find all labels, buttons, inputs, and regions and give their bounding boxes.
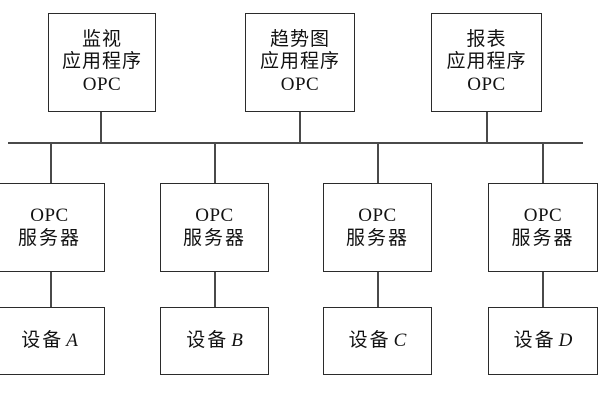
device-box-b-id: B — [231, 329, 243, 351]
opc-server-box-2-line1: OPC — [195, 205, 234, 227]
device-box-d-label: 设备 — [513, 329, 556, 351]
connector-bus-to-server-2 — [214, 142, 216, 184]
opc-server-box-1-line2: 服务器 — [17, 227, 81, 249]
opc-server-box-2-line2: 服务器 — [182, 227, 246, 249]
application-box-trend-chart-line2: 应用程序 — [259, 51, 340, 73]
application-box-trend-chart-line1: 趋势图 — [269, 29, 330, 51]
network-bus-line — [8, 142, 583, 144]
device-box-c-label-row: 设备 C — [349, 330, 407, 352]
device-box-a-label-row: 设备 A — [21, 330, 78, 352]
application-box-monitoring-line1: 监视 — [81, 29, 122, 51]
device-box-c[interactable]: 设备 C — [323, 307, 432, 375]
application-box-monitoring-line3: OPC — [82, 73, 122, 95]
opc-server-box-1-line1: OPC — [30, 205, 69, 227]
connector-bus-to-server-4 — [542, 142, 544, 184]
device-box-a[interactable]: 设备 A — [0, 307, 105, 375]
opc-server-box-3-line1: OPC — [358, 205, 397, 227]
application-box-monitoring-line2: 应用程序 — [61, 51, 142, 73]
application-box-report-line1: 报表 — [466, 29, 507, 51]
connector-bus-to-server-1 — [50, 142, 52, 184]
connector-bus-to-server-3 — [377, 142, 379, 184]
connector-app-3-to-bus — [486, 111, 488, 143]
device-box-c-label: 设备 — [348, 329, 391, 351]
opc-server-box-3[interactable]: OPC 服务器 — [323, 183, 432, 272]
device-box-d-id: D — [558, 329, 573, 351]
device-box-a-id: A — [66, 329, 78, 351]
connector-server-4-to-device-4 — [542, 271, 544, 308]
device-box-b-label-row: 设备 B — [186, 330, 243, 352]
opc-server-box-3-line2: 服务器 — [345, 227, 409, 249]
connector-app-1-to-bus — [100, 111, 102, 143]
opc-server-box-4-line1: OPC — [523, 205, 563, 227]
connector-app-2-to-bus — [299, 111, 301, 143]
application-box-trend-chart[interactable]: 趋势图 应用程序 OPC — [245, 13, 355, 112]
device-box-a-label: 设备 — [21, 329, 64, 351]
device-box-b[interactable]: 设备 B — [160, 307, 269, 375]
opc-server-box-4-line2: 服务器 — [511, 227, 575, 249]
application-box-report-line3: OPC — [467, 73, 506, 95]
application-box-trend-chart-line3: OPC — [280, 73, 320, 95]
device-box-d[interactable]: 设备 D — [488, 307, 598, 375]
device-box-b-label: 设备 — [186, 329, 229, 351]
connector-server-2-to-device-2 — [214, 271, 216, 308]
connector-server-1-to-device-1 — [50, 271, 52, 308]
device-box-c-id: C — [393, 329, 407, 351]
application-box-report[interactable]: 报表 应用程序 OPC — [431, 13, 542, 112]
opc-server-box-1[interactable]: OPC 服务器 — [0, 183, 105, 272]
device-box-d-label-row: 设备 D — [514, 330, 573, 352]
application-box-report-line2: 应用程序 — [446, 51, 527, 73]
application-box-monitoring[interactable]: 监视 应用程序 OPC — [48, 13, 156, 112]
connector-server-3-to-device-3 — [377, 271, 379, 308]
opc-server-box-4[interactable]: OPC 服务器 — [488, 183, 598, 272]
opc-server-box-2[interactable]: OPC 服务器 — [160, 183, 269, 272]
